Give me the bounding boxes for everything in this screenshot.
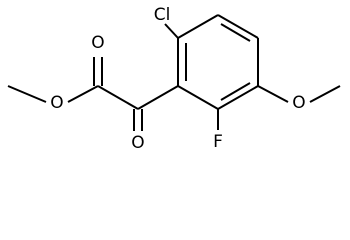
bond-c1-cl (164, 23, 179, 39)
bond-c4-o (257, 85, 289, 103)
chemical-structure: Cl F O O O O (7, 5, 341, 153)
chlorine-label: Cl (154, 5, 171, 25)
ketone-oxygen-label: O (131, 133, 144, 153)
carbonyl-oxygen-label: O (91, 33, 104, 53)
fluorine-label: F (213, 132, 223, 152)
bonds (7, 14, 341, 131)
bond-ketone-c-ester-c (97, 85, 139, 110)
bond-ring-inner-c2-c3 (220, 23, 251, 42)
methoxy-oxygen-label: O (292, 93, 305, 113)
bond-ring-inner-c4-c5 (220, 82, 251, 101)
bond-ring-c2-c3 (217, 14, 259, 39)
bond-o-methyl (7, 85, 47, 103)
ester-oxygen-label: O (50, 93, 63, 113)
bond-ring-c4-c5 (217, 85, 259, 110)
bond-ester-c-o-single (67, 85, 99, 103)
bond-c6-ketone-c (137, 85, 179, 110)
atom-labels: Cl F O O O O (50, 5, 305, 153)
bond-o-ch3 (309, 85, 341, 103)
bond-ring-c1-c2 (177, 14, 219, 39)
bond-ring-c5-c6 (177, 85, 219, 110)
